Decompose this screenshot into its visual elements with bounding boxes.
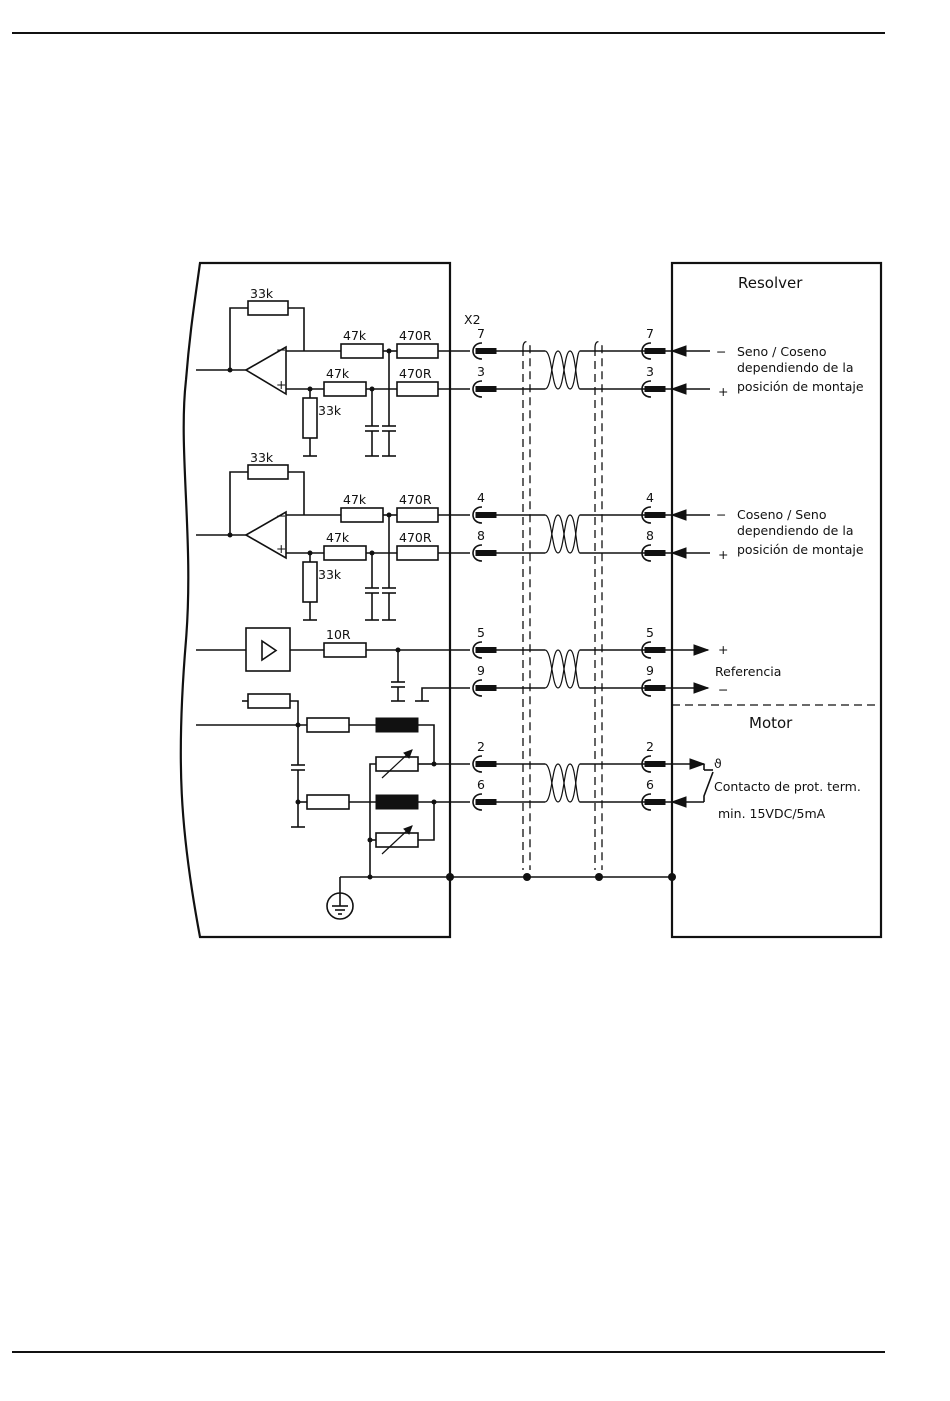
pin-label: 9 — [477, 663, 485, 678]
pin-label: 3 — [646, 364, 654, 379]
r-47k-label: 47k — [326, 530, 350, 545]
thermal-contact-label: Contacto de prot. term. — [714, 779, 861, 794]
pin-label: 8 — [646, 528, 654, 543]
buffer-amplifier — [246, 628, 290, 671]
pin-label: 4 — [477, 490, 485, 505]
sine-label-line-2: dependiendo de la — [737, 360, 853, 375]
r-33k-label: 33k — [318, 567, 342, 582]
sine-label-line-3: posición de montaje — [737, 379, 864, 394]
r-470r-label: 470R — [399, 366, 432, 381]
pin-label: 7 — [646, 326, 654, 341]
resolver-title: Resolver — [738, 274, 803, 292]
svg-text:−: − — [276, 342, 286, 357]
buffer-triangle-icon — [262, 641, 276, 660]
pin-label: 2 — [646, 739, 654, 754]
thermal-spec-label: min. 15VDC/5mA — [718, 806, 826, 821]
pin-label: 5 — [477, 625, 485, 640]
pin-label: 7 — [477, 326, 485, 341]
cosine-label-line-3: posición de montaje — [737, 542, 864, 557]
thermal-input-stage — [196, 694, 470, 877]
pin-label: 2 — [477, 739, 485, 754]
pin-label: 6 — [477, 777, 485, 792]
reference-label: Referencia — [715, 664, 781, 679]
svg-text:+: + — [276, 541, 286, 556]
r-33k-label: 33k — [318, 403, 342, 418]
connector-pins-amplifier: 7 3 4 8 5 9 2 6 — [473, 326, 496, 810]
r-470r-label: 470R — [399, 530, 432, 545]
pin-label: 9 — [646, 663, 654, 678]
pin-label: 5 — [646, 625, 654, 640]
pin-label: 3 — [477, 364, 485, 379]
sine-plus-sign: + — [718, 384, 728, 399]
reference-plus-sign: + — [718, 642, 728, 657]
connector-pins-resolver: 7 3 4 8 5 9 2 6 — [642, 326, 665, 810]
cosine-minus-sign: − — [716, 507, 726, 522]
cable-wires — [495, 351, 647, 802]
ground-bus — [327, 873, 676, 919]
cosine-plus-sign: + — [718, 547, 728, 562]
sine-label-line-1: Seno / Coseno — [737, 344, 827, 359]
r-feedback-cosine-label: 33k — [250, 450, 274, 465]
reference-minus-sign: − — [718, 682, 728, 697]
r-470r-label: 470R — [399, 492, 432, 507]
reference-output-stage: 10R — [196, 627, 470, 701]
motor-title: Motor — [749, 714, 793, 732]
r-470r-label: 470R — [399, 328, 432, 343]
pin-label: 8 — [477, 528, 485, 543]
sine-input-stage: − + 33k 47k 470R 47k 470R 33k — [196, 286, 470, 456]
cosine-input-stage: − + 33k 47k 470R 47k 470R 33k — [196, 450, 470, 620]
r-47k-label: 47k — [343, 492, 367, 507]
r-10r-label: 10R — [326, 627, 351, 642]
connector-x2-label: X2 — [464, 312, 481, 327]
theta-symbol: ϑ — [714, 756, 722, 771]
pin-label: 6 — [646, 777, 654, 792]
svg-text:−: − — [276, 508, 286, 523]
sine-minus-sign: − — [716, 344, 726, 359]
cosine-label-line-1: Coseno / Seno — [737, 507, 827, 522]
r-feedback-sine-label: 33k — [250, 286, 274, 301]
cosine-label-line-2: dependiendo de la — [737, 523, 853, 538]
r-47k-label: 47k — [343, 328, 367, 343]
svg-text:+: + — [276, 377, 286, 392]
r-47k-label: 47k — [326, 366, 350, 381]
pin-label: 4 — [646, 490, 654, 505]
